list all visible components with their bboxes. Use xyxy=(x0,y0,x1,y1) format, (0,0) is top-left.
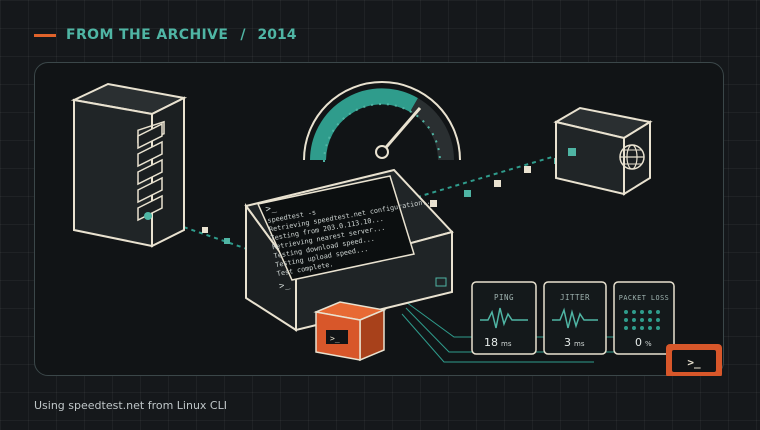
usb-badge-label: >_ xyxy=(330,334,340,343)
terminal-badge-label: >_ xyxy=(687,356,701,369)
metric-title: PING xyxy=(494,293,514,302)
metric-card: JITTER 3 ms xyxy=(543,281,607,355)
metric-unit: % xyxy=(645,340,652,348)
metric-title: PACKET LOSS xyxy=(619,294,670,302)
speedtest-illustration: >_ speedtest -s Retrieving speedtest.net… xyxy=(70,81,722,376)
server-rack-icon xyxy=(70,82,188,248)
header-kicker: FROM THE ARCHIVE xyxy=(66,27,229,43)
metric-value: 18 xyxy=(484,336,498,349)
header-accent-dash xyxy=(34,33,56,37)
terminal-icon: >_ xyxy=(666,344,722,376)
header-year: 2014 xyxy=(257,27,297,43)
connection-lines xyxy=(145,151,694,363)
figure-caption: Using speedtest.net from Linux CLI xyxy=(34,399,227,412)
terminal-prompt-end: >_ xyxy=(278,280,291,292)
usb-drive-icon: >_ xyxy=(313,301,387,362)
header-separator: / xyxy=(240,27,246,43)
speedometer-gauge-icon xyxy=(303,81,461,163)
metric-value: 0 xyxy=(635,336,642,349)
metric-card: PING 18 ms xyxy=(471,281,537,355)
globe-icon xyxy=(553,106,653,196)
metric-title: JITTER xyxy=(560,293,590,302)
metric-card: PACKET LOSS 0 % xyxy=(613,281,675,355)
metric-value: 3 xyxy=(564,336,571,349)
terminal-device xyxy=(244,168,454,332)
metric-unit: ms xyxy=(501,340,512,348)
terminal-prompt: >_ xyxy=(265,203,278,215)
article-header: FROM THE ARCHIVE / 2014 xyxy=(34,27,296,43)
metric-unit: ms xyxy=(574,340,585,348)
